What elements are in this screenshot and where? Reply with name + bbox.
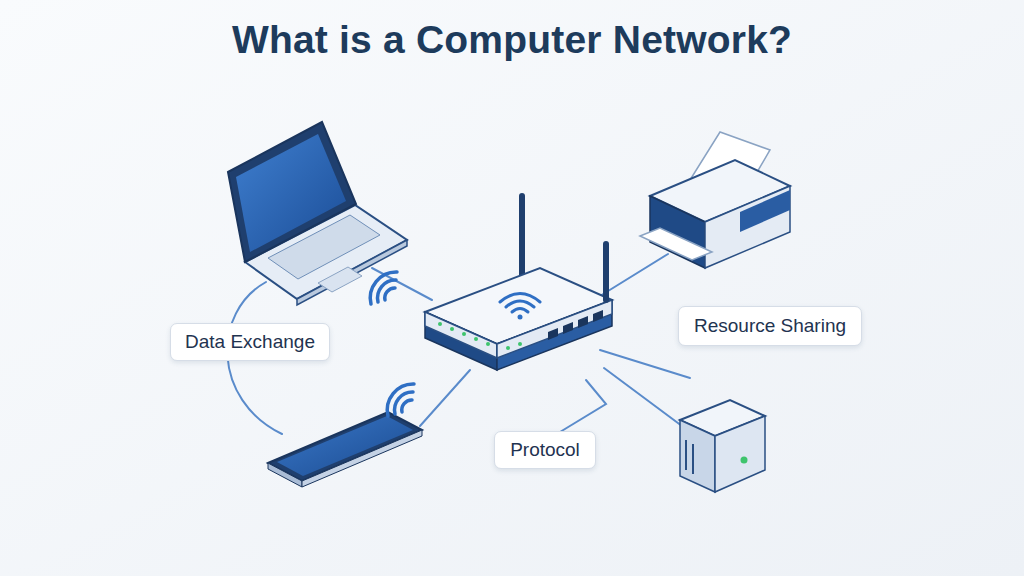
led bbox=[474, 337, 478, 341]
wifi-arc bbox=[402, 400, 412, 412]
link-line bbox=[560, 380, 606, 432]
laptop-lid bbox=[228, 122, 356, 262]
vent bbox=[685, 440, 687, 470]
port bbox=[548, 328, 558, 340]
server-front bbox=[715, 416, 765, 492]
label-text: Protocol bbox=[510, 439, 580, 461]
concept-label: Resource Sharing bbox=[678, 306, 862, 346]
router-side bbox=[425, 312, 497, 370]
wifi-arc bbox=[512, 309, 528, 313]
link-line bbox=[600, 350, 690, 378]
wifi-dot bbox=[518, 315, 523, 320]
link-line bbox=[600, 254, 668, 296]
laptop bbox=[228, 122, 407, 305]
antenna bbox=[519, 196, 525, 286]
led bbox=[486, 342, 490, 346]
phone-body bbox=[268, 412, 422, 481]
laptop-touchpad bbox=[318, 267, 362, 292]
link-line bbox=[372, 268, 432, 300]
wifi-arc bbox=[378, 280, 396, 302]
output-tray bbox=[640, 228, 712, 260]
diagram-title: What is a Computer Network? bbox=[0, 18, 1024, 62]
router-front bbox=[497, 300, 612, 358]
led bbox=[506, 346, 510, 350]
link-line bbox=[604, 368, 690, 432]
laptop-screen bbox=[236, 134, 346, 252]
link-line bbox=[420, 370, 470, 426]
server-side bbox=[680, 420, 715, 492]
ethernet-ports bbox=[548, 310, 603, 340]
wifi-arc bbox=[370, 272, 397, 304]
wifi-arc bbox=[395, 392, 413, 414]
port bbox=[578, 316, 588, 328]
smartphone bbox=[268, 412, 422, 487]
wifi-logo bbox=[500, 294, 540, 313]
vent bbox=[692, 444, 694, 474]
wifi-arc bbox=[385, 288, 395, 300]
printer-stripe bbox=[740, 190, 790, 232]
router-front bbox=[425, 312, 497, 358]
server bbox=[680, 400, 765, 492]
power-led bbox=[741, 457, 748, 464]
led bbox=[450, 327, 454, 331]
wifi-signal bbox=[370, 272, 397, 304]
phone-screen bbox=[277, 416, 413, 476]
router-side bbox=[497, 300, 612, 370]
wifi-arc bbox=[506, 301, 534, 307]
label-text: Data Exchange bbox=[185, 331, 315, 353]
led bbox=[518, 342, 522, 346]
led bbox=[462, 332, 466, 336]
label-text: Resource Sharing bbox=[694, 315, 846, 337]
port bbox=[593, 310, 603, 322]
port bbox=[563, 322, 573, 334]
antenna bbox=[603, 244, 609, 300]
concept-label: Data Exchange bbox=[170, 323, 330, 361]
led bbox=[438, 322, 442, 326]
printer-side bbox=[705, 186, 790, 268]
wifi-arc bbox=[500, 294, 540, 303]
status-leds bbox=[438, 322, 522, 350]
printer bbox=[640, 132, 790, 268]
wifi-signal bbox=[387, 384, 414, 416]
router bbox=[425, 196, 612, 370]
wifi-arc bbox=[387, 384, 414, 416]
concept-label: Protocol bbox=[494, 431, 596, 469]
